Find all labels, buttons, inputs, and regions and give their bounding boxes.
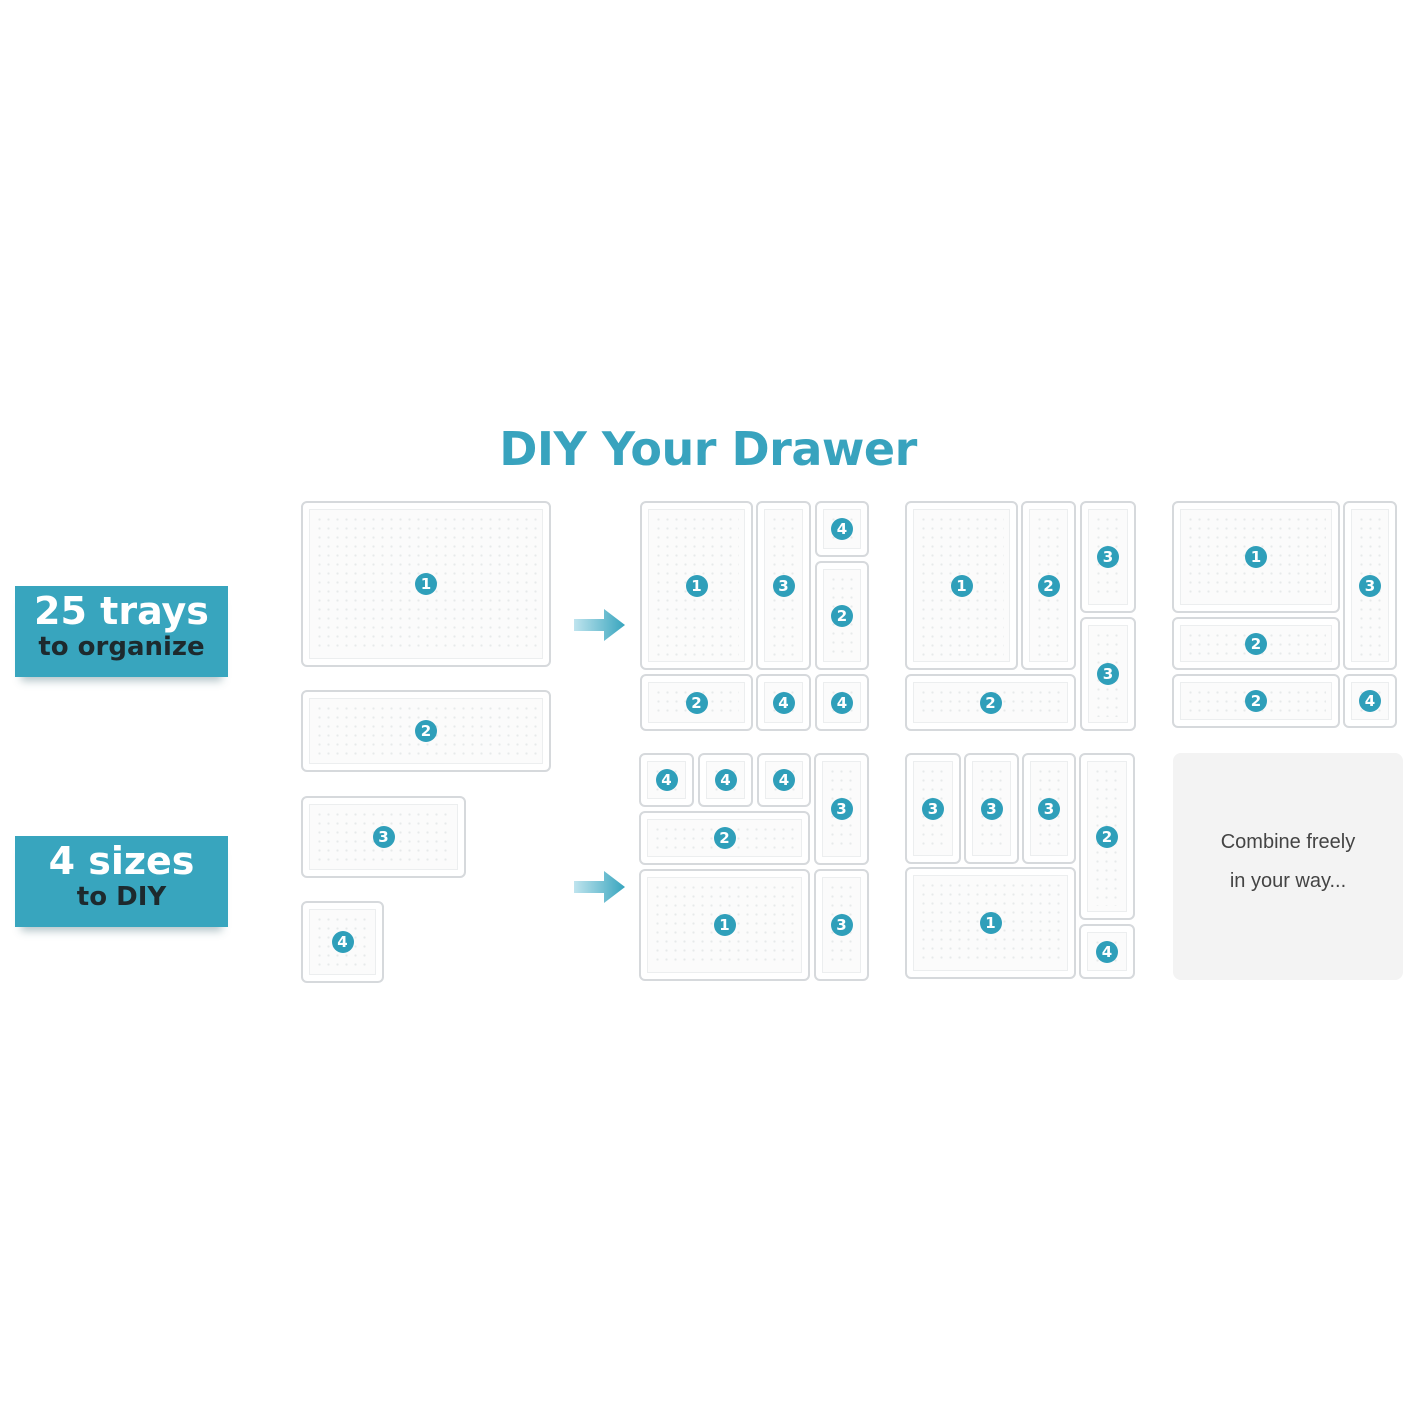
tray: 3 <box>1022 753 1076 864</box>
tray: 3 <box>814 869 869 981</box>
tray-size-number: 2 <box>1096 825 1118 848</box>
tray: 2 <box>905 674 1076 731</box>
badge-subtext: to DIY <box>76 882 167 912</box>
tray-size-number: 1 <box>713 914 736 936</box>
tray-size-number: 2 <box>713 827 736 849</box>
tray-size-number: 1 <box>950 574 973 597</box>
trays-count-badge: 25 trays to organize <box>15 586 228 677</box>
tray-size-number: 3 <box>980 797 1003 820</box>
tray: 1 <box>639 869 810 981</box>
tray: 2 <box>639 811 810 865</box>
tray: 3 <box>756 501 811 670</box>
arrow-right-icon <box>574 609 625 641</box>
tray: 2 <box>1079 753 1135 920</box>
page-title: DIY Your Drawer <box>499 422 917 476</box>
tray: 2 <box>301 690 551 772</box>
tray-size-number: 3 <box>1038 797 1060 820</box>
tray-size-number: 3 <box>1097 546 1119 568</box>
tray-size-number: 3 <box>1097 663 1119 685</box>
tray: 3 <box>301 796 466 878</box>
tray: 1 <box>905 501 1018 670</box>
tray: 2 <box>640 674 753 731</box>
tray-size-number: 4 <box>331 931 354 953</box>
tray-size-number: 2 <box>1245 690 1267 712</box>
tray-size-number: 3 <box>372 826 395 848</box>
tray: 1 <box>905 867 1076 979</box>
tray-size-number: 3 <box>1359 574 1381 597</box>
tray-size-number: 3 <box>772 574 795 597</box>
combine-line-1: Combine freely <box>1220 831 1356 853</box>
tray-size-number: 2 <box>831 604 853 627</box>
tray: 3 <box>964 753 1019 864</box>
tray-size-number: 4 <box>714 769 737 791</box>
tray-size-number: 4 <box>1096 940 1118 963</box>
tray: 2 <box>815 561 869 670</box>
tray-size-number: 3 <box>922 797 944 820</box>
badge-headline: 4 sizes <box>48 839 195 883</box>
tray: 3 <box>814 753 869 865</box>
badge-subtext: to organize <box>38 632 205 662</box>
tray: 4 <box>815 501 869 557</box>
tray: 4 <box>639 753 694 807</box>
badge-headline: 25 trays <box>34 589 209 633</box>
combine-line-2: in your way... <box>1229 870 1347 892</box>
tray: 1 <box>640 501 753 670</box>
tray-size-number: 2 <box>685 691 708 714</box>
combine-freely-panel: Combine freely in your way... <box>1173 753 1403 980</box>
tray-size-number: 1 <box>685 574 708 597</box>
tray: 2 <box>1021 501 1076 670</box>
tray-size-number: 1 <box>1245 546 1267 568</box>
tray: 3 <box>1080 501 1136 613</box>
tray: 2 <box>1172 674 1340 728</box>
tray: 4 <box>301 901 384 983</box>
tray-size-number: 4 <box>655 769 678 791</box>
tray-size-number: 4 <box>773 769 795 791</box>
tray: 1 <box>1172 501 1340 613</box>
sizes-badge: 4 sizes to DIY <box>15 836 228 927</box>
tray-size-number: 2 <box>1245 632 1267 655</box>
tray-size-number: 4 <box>1359 690 1381 712</box>
tray-size-number: 2 <box>1037 574 1060 597</box>
tray: 2 <box>1172 617 1340 670</box>
tray: 1 <box>301 501 551 667</box>
tray: 4 <box>1079 924 1135 979</box>
arrow-right-icon <box>574 871 625 903</box>
tray-size-number: 1 <box>979 912 1002 934</box>
tray: 4 <box>756 674 811 731</box>
tray: 4 <box>698 753 753 807</box>
tray: 3 <box>905 753 961 864</box>
tray-size-number: 1 <box>415 573 437 595</box>
tray: 4 <box>815 674 869 731</box>
tray: 4 <box>757 753 811 807</box>
tray: 4 <box>1343 674 1397 728</box>
tray-size-number: 4 <box>772 691 795 714</box>
tray-size-number: 2 <box>415 720 437 742</box>
tray-size-number: 3 <box>830 914 853 936</box>
tray-size-number: 2 <box>979 691 1002 714</box>
tray-size-number: 3 <box>830 798 853 820</box>
tray-size-number: 4 <box>831 518 853 540</box>
tray: 3 <box>1080 617 1136 731</box>
tray-size-number: 4 <box>831 691 853 714</box>
tray: 3 <box>1343 501 1397 670</box>
